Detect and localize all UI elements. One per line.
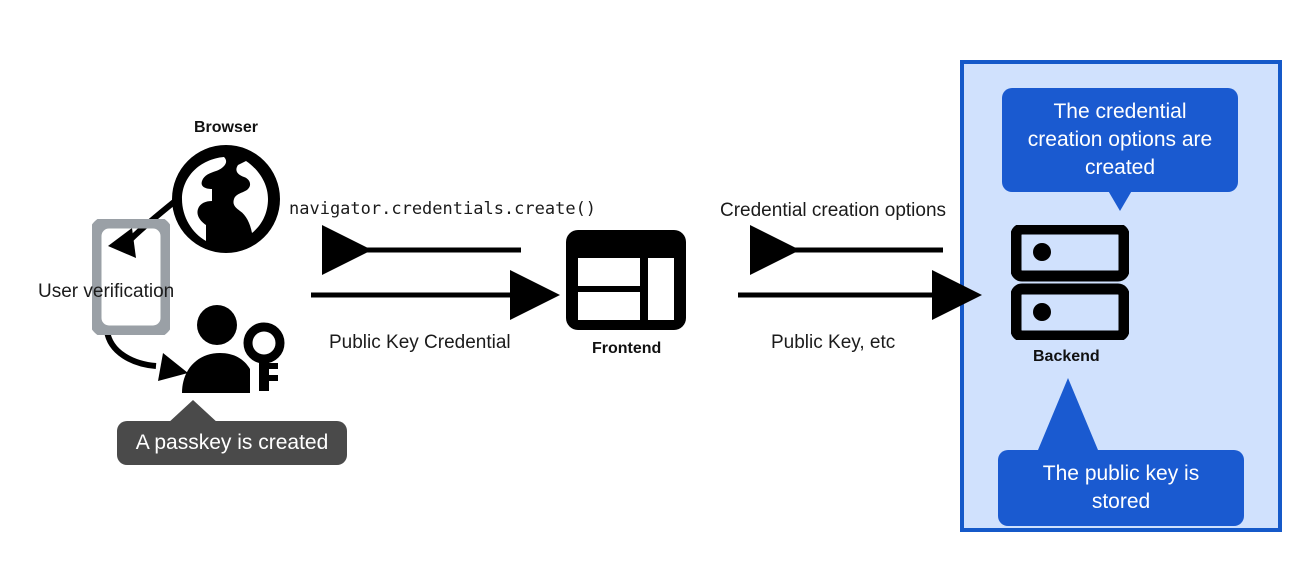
credential-options-created-callout: The credential creation options are crea… xyxy=(1002,88,1238,192)
backend-label: Backend xyxy=(1033,348,1100,365)
tooltip-pointer xyxy=(167,400,219,424)
browser-label: Browser xyxy=(194,119,259,136)
edge-label-public-key-etc: Public Key, etc xyxy=(771,332,896,353)
phone-icon xyxy=(88,215,174,339)
bottom-callout-pointer xyxy=(1038,378,1098,450)
public-key-stored-callout: The public key is stored xyxy=(998,450,1244,526)
edge-label-credential-creation-options: Credential creation options xyxy=(720,200,947,221)
edge-label-public-key-credential: Public Key Credential xyxy=(329,332,511,353)
edge-label-navigator-create: navigator.credentials.create() xyxy=(289,199,597,219)
user-verification-label: User verification xyxy=(38,281,175,302)
server-rack-icon xyxy=(1010,223,1130,342)
globe-icon xyxy=(172,145,280,253)
frontend-label: Frontend xyxy=(592,340,662,357)
passkey-created-tooltip: A passkey is created xyxy=(117,421,347,465)
webpage-layout-icon xyxy=(566,230,686,330)
user-with-key-icon xyxy=(182,305,287,393)
